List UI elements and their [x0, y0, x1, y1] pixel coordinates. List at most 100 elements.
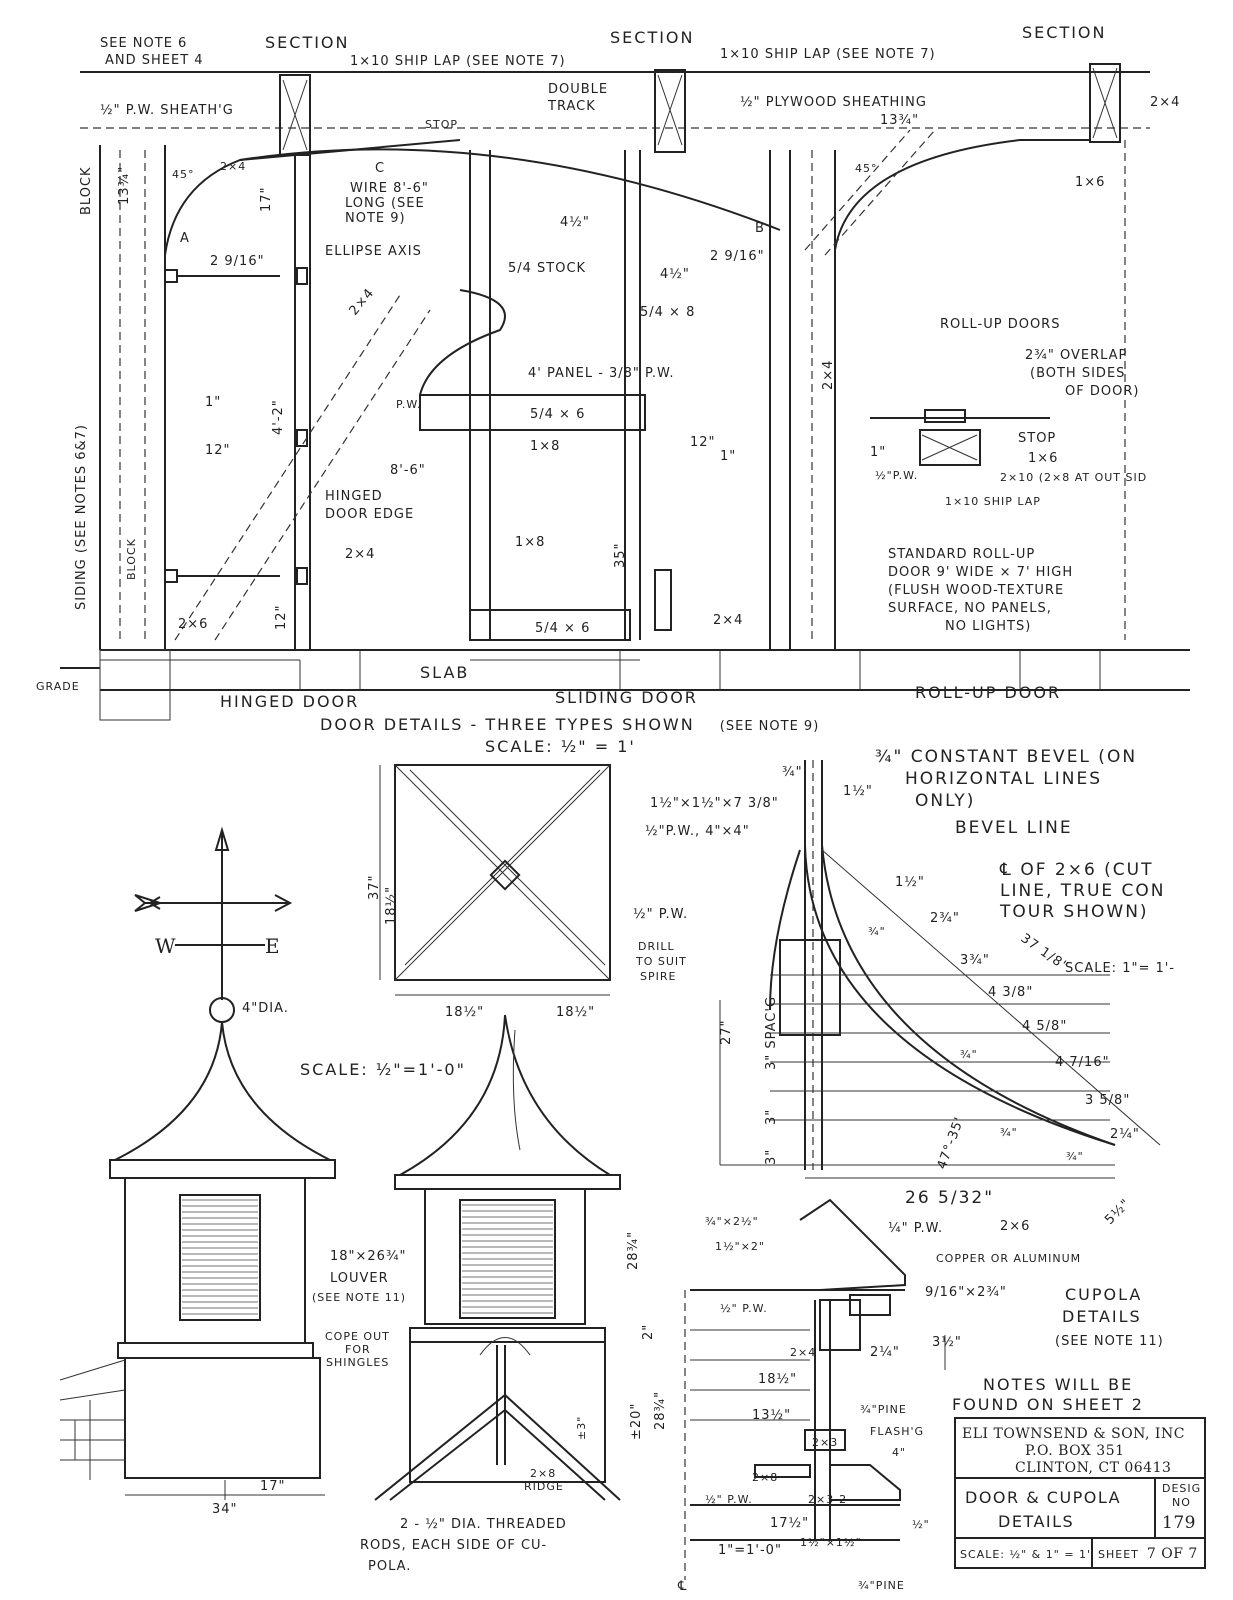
- cupola-label: 4 5/8": [1022, 1019, 1067, 1034]
- door-label: SLAB: [420, 663, 469, 682]
- cupola-label: ℄: [677, 1579, 687, 1594]
- cupola-label: 34": [212, 1502, 238, 1517]
- cupola-label: 2×8: [752, 1471, 778, 1484]
- door-label: HINGED DOOR: [220, 692, 359, 711]
- cupola-label: FOR: [345, 1343, 371, 1356]
- cupola-label: SPIRE: [640, 970, 676, 983]
- cupola-label: RIDGE: [524, 1480, 564, 1493]
- cupola-label: 3½": [932, 1335, 962, 1350]
- cupola-label: 17½": [770, 1516, 809, 1531]
- door-label: C: [375, 161, 385, 176]
- door-caption-note: (SEE NOTE 9): [720, 719, 819, 734]
- door-scale: SCALE: ½" = 1': [485, 737, 636, 756]
- cupola-label: POLA.: [368, 1559, 411, 1574]
- cupola-label: 28¾": [653, 1391, 668, 1430]
- cupola-section: [374, 764, 621, 1501]
- door-label: (FLUSH WOOD-TEXTURE: [888, 583, 1064, 598]
- vane-letter-w: W: [155, 934, 176, 958]
- cupola-label: ±20": [629, 1403, 644, 1440]
- door-caption-text: DOOR DETAILS - THREE TYPES SHOWN: [320, 715, 695, 734]
- cupola-label: SHINGLES: [326, 1356, 389, 1369]
- cupola-label: ¾": [782, 765, 803, 780]
- door-label: STOP: [1018, 431, 1056, 446]
- cupola-label: 3": [764, 1109, 779, 1125]
- door-label: 5/4 × 8: [640, 305, 695, 320]
- cupola-label: 2×4: [790, 1346, 816, 1359]
- cupola-label: COPE OUT: [325, 1330, 390, 1343]
- door-label: 5/4 STOCK: [508, 261, 586, 276]
- cupola-label: 3" SPAC'G: [764, 996, 779, 1070]
- door-label: TRACK: [547, 99, 596, 114]
- cupola-label: SCALE: ½"=1'-0": [300, 1060, 466, 1079]
- louver-slats: [182, 1199, 258, 1315]
- door-label: 1×6: [1028, 451, 1058, 466]
- bevel-detail: [719, 760, 1161, 1179]
- door-label: 4'-2": [271, 399, 286, 435]
- cupola-label: LINE, TRUE CON: [1000, 881, 1166, 901]
- cupola-label: ½": [912, 1518, 930, 1531]
- cupola-label: 2×6: [1000, 1219, 1030, 1234]
- door-label: 17": [259, 186, 274, 212]
- cupola-label: 1½": [843, 784, 873, 799]
- section-title-right: SECTION: [1022, 23, 1107, 42]
- cupola-label: 17": [260, 1479, 286, 1494]
- cupola-label: 47°-35': [935, 1115, 968, 1172]
- notes-line-1: NOTES WILL BE: [983, 1375, 1133, 1394]
- door-label: OF DOOR): [1065, 384, 1139, 399]
- door-label: 1×10 SHIP LAP (SEE NOTE 7): [350, 54, 566, 69]
- cupola-label: 2×3: [812, 1436, 838, 1449]
- door-label: NO LIGHTS): [945, 619, 1031, 634]
- door-label: DOOR EDGE: [325, 507, 414, 522]
- cupola-label: ½" P.W.: [705, 1493, 753, 1506]
- door-label: 12": [690, 435, 716, 450]
- mullion-5-4x6: [419, 394, 646, 431]
- cupola-label: 2¾": [930, 911, 960, 926]
- cupola-label: ¼" P.W.: [888, 1221, 943, 1236]
- design-number: 179: [1162, 1513, 1196, 1533]
- cupola-label: 2¼": [1110, 1127, 1140, 1142]
- bevel-spacing-rows: [770, 974, 1110, 1121]
- section-title-left: SECTION: [265, 33, 350, 52]
- door-label: 12": [205, 443, 231, 458]
- cupola-label: 2 - ½" DIA. THREADED: [400, 1517, 567, 1532]
- door-label: 2×10 (2×8 AT OUT SID: [1000, 471, 1147, 484]
- cupola-detail-labels: 4"DIA. SCALE: ½"=1'-0" 37" 18½" 18½" 18½…: [155, 747, 1174, 1594]
- cupola-label: 3": [764, 1149, 779, 1165]
- door-label: 8'-6": [390, 463, 426, 478]
- cupola-label: ¾": [868, 925, 886, 938]
- cupola-label: FLASH'G: [870, 1425, 924, 1438]
- section-title-middle: SECTION: [610, 28, 695, 47]
- louver-elevation: [179, 1194, 261, 1321]
- cupola-label: ±3": [575, 1416, 588, 1440]
- cupola-label: RODS, EACH SIDE OF CU-: [360, 1538, 547, 1553]
- header-post-middle: [654, 69, 686, 153]
- cupola-label: 18"×26¾": [330, 1249, 407, 1264]
- company-name: ELI TOWNSEND & SON, INC: [962, 1426, 1185, 1442]
- door-label: 2×4: [220, 160, 246, 173]
- cupola-label: ¾": [1066, 1150, 1084, 1163]
- cupola-label: 37": [367, 874, 382, 900]
- design-no-label-1: DESIG: [1162, 1482, 1201, 1495]
- door-caption: DOOR DETAILS - THREE TYPES SHOWN (SEE NO…: [320, 715, 819, 734]
- cupola-label: 1½"×2": [715, 1240, 765, 1253]
- louver-section: [459, 1199, 556, 1319]
- eave-detail: [684, 1198, 946, 1580]
- cupola-label: TO SUIT: [635, 955, 687, 968]
- cupola-label: ½" P.W.: [720, 1302, 768, 1315]
- door-label: 4½": [660, 267, 690, 282]
- door-label: 1": [870, 445, 886, 460]
- door-label: ½" P.W. SHEATH'G: [100, 103, 234, 118]
- door-label: BLOCK: [79, 166, 94, 215]
- door-detail-labels: SEE NOTE 6 AND SHEET 4 1×10 SHIP LAP (SE…: [36, 23, 1179, 756]
- cupola-label: 37 1/8": [1018, 931, 1071, 975]
- cupola-label: BEVEL LINE: [955, 818, 1073, 838]
- cupola-label: 13½": [752, 1408, 791, 1423]
- door-label: 4' PANEL - 3/8" P.W.: [528, 366, 675, 381]
- cupola-label: COPPER OR ALUMINUM: [936, 1252, 1081, 1265]
- louver-slats: [462, 1204, 553, 1314]
- cupola-label: 3¾": [960, 953, 990, 968]
- door-label: 1": [720, 449, 736, 464]
- door-label: 12": [274, 604, 289, 630]
